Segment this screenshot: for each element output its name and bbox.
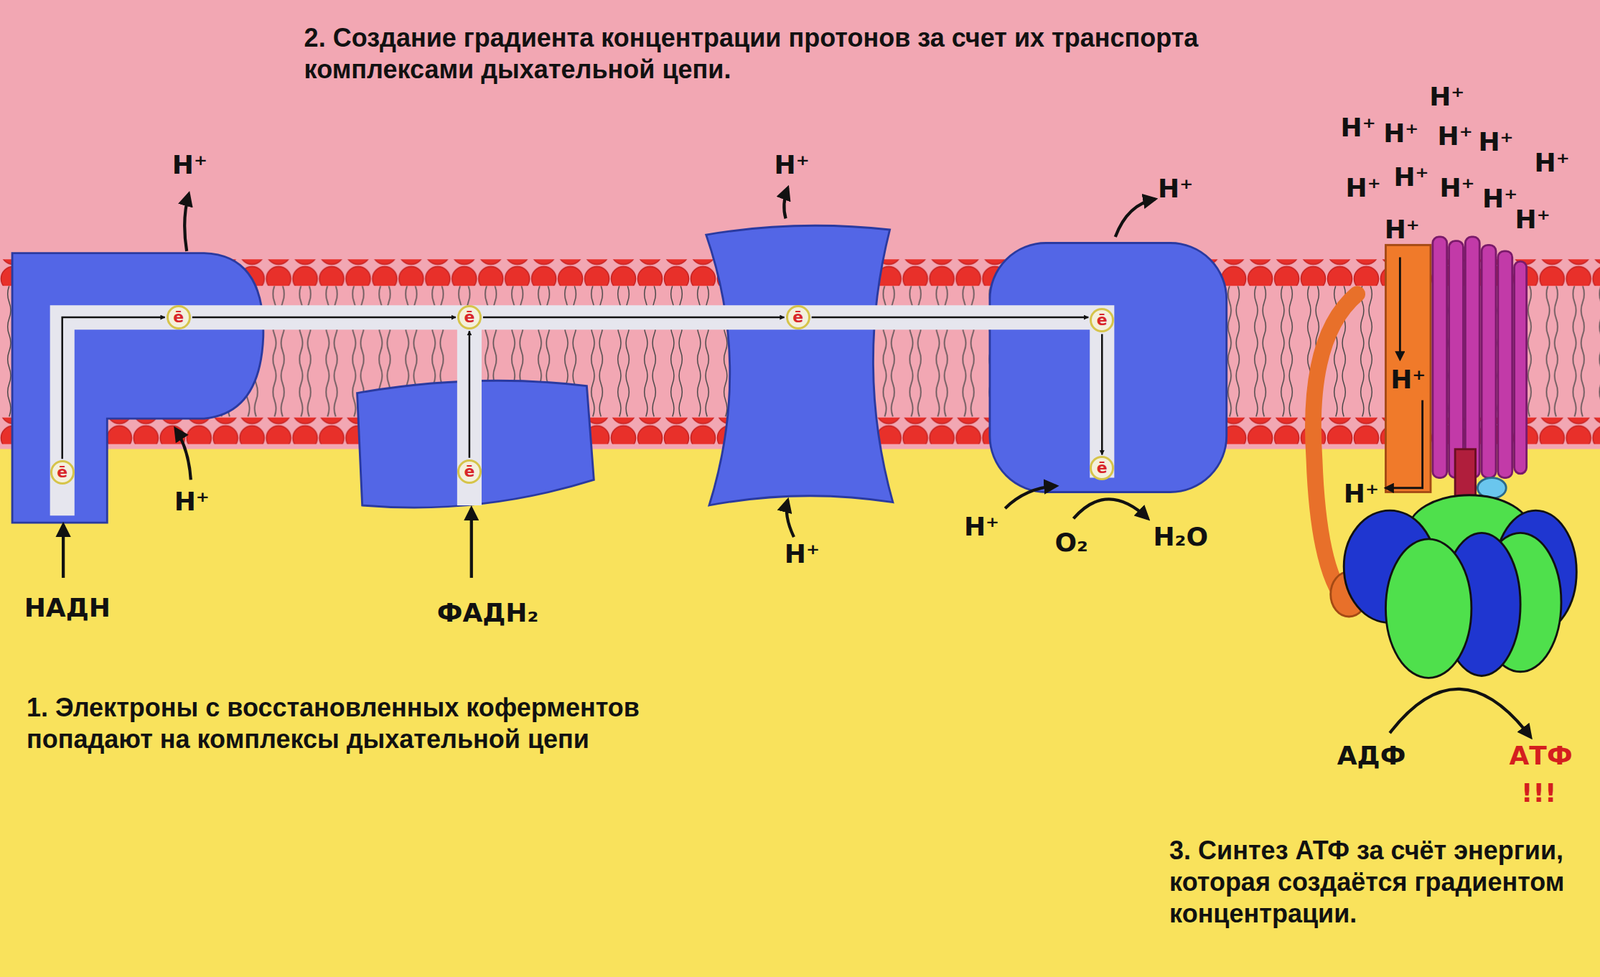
chem-label: H⁺ <box>1341 480 1382 508</box>
step-note: 1. Электроны с восстановленных кофермент… <box>26 691 741 756</box>
chem-label: H⁺ <box>1384 216 1420 243</box>
process-arrows-part <box>1389 689 1531 738</box>
chem-label: H⁺ <box>1437 123 1473 150</box>
chem-label: H⁺ <box>1345 175 1382 201</box>
atp-synthase-part-part <box>1385 539 1471 678</box>
electron-symbol: ē <box>463 309 475 326</box>
chem-label: H⁺ <box>784 541 820 568</box>
process-arrows-part <box>1004 485 1056 509</box>
electron-symbol: ē <box>1096 312 1108 329</box>
chem-label: H⁺ <box>174 488 210 515</box>
process-arrows-part <box>470 508 474 578</box>
process-arrows-part <box>184 193 189 252</box>
process-arrows-part <box>1073 498 1148 519</box>
electron-circle: ē <box>166 305 191 330</box>
electron-path-part <box>62 317 1103 516</box>
electron-flow-arrow <box>192 316 456 319</box>
chem-label: H⁺ <box>1515 206 1551 233</box>
chem-label: H⁺ <box>1534 150 1570 176</box>
process-arrows-part <box>175 428 191 480</box>
chem-label: H⁺ <box>172 152 208 179</box>
process-arrows-part <box>61 524 65 578</box>
background-part <box>0 449 1600 977</box>
electron-symbol: ē <box>463 463 475 480</box>
atp-synthase-part-part <box>1514 261 1527 474</box>
process-arrows-part <box>1115 198 1155 237</box>
chem-label: !!! <box>1521 780 1557 807</box>
chem-label: H⁺ <box>1388 366 1428 394</box>
atp-synthase-part <box>1343 495 1577 679</box>
chem-label: H⁺ <box>1482 185 1518 212</box>
atp-synthase-part <box>1432 236 1527 479</box>
chem-label: H⁺ <box>964 513 1000 540</box>
chem-label: H⁺ <box>1340 114 1377 141</box>
atp-synthase-part <box>1385 244 1431 492</box>
chem-label: O₂ <box>1054 529 1088 556</box>
atp-synthase-part-part <box>1385 399 1422 488</box>
atp-synthase <box>1312 236 1577 678</box>
atp-synthase-part-part <box>1449 241 1464 479</box>
chem-label: H₂O <box>1152 524 1209 550</box>
respiratory-complexes-part <box>12 253 264 523</box>
electron-flow-arrow <box>811 316 1089 319</box>
chem-label: АТФ <box>1508 742 1573 769</box>
chem-label: H⁺ <box>1429 83 1465 110</box>
respiratory-complexes <box>12 225 1227 523</box>
process-arrows <box>63 188 1531 738</box>
electron-symbol: ē <box>792 309 804 326</box>
chem-label: H⁺ <box>1383 120 1419 147</box>
chem-label: H⁺ <box>774 152 810 179</box>
electron-symbol: ē <box>1096 460 1108 476</box>
atp-synthase-part-part <box>1465 236 1480 479</box>
electron-flow-arrow <box>468 330 471 458</box>
step-note: 2. Создание градиента концентрации прото… <box>304 22 1203 86</box>
electron-circle: ē <box>457 305 482 330</box>
chem-label: ФАДН₂ <box>437 600 540 626</box>
chem-label: НАДН <box>24 595 111 621</box>
chem-label: H⁺ <box>1157 175 1194 202</box>
step-note: 3. Синтез АТФ за счёт энергии, которая с… <box>1169 834 1588 930</box>
atp-synthase-part-part <box>1481 244 1496 478</box>
atp-synthase-part-part <box>1432 236 1448 479</box>
chem-label: H⁺ <box>1477 129 1514 156</box>
electron-path <box>62 317 1103 516</box>
electron-circle: ē <box>457 459 482 484</box>
process-arrows-part <box>786 500 794 537</box>
process-arrows-part <box>783 188 788 219</box>
atp-synthase-part-part <box>1399 256 1402 359</box>
chem-label: H⁺ <box>1393 164 1429 191</box>
electron-flow-arrow <box>1101 333 1104 455</box>
electron-flow-arrow <box>62 317 166 459</box>
electron-circle: ē <box>786 305 811 330</box>
electron-path-part <box>457 317 482 506</box>
electron-circle: ē <box>50 460 75 485</box>
electron-flow-arrow <box>483 316 785 319</box>
chem-label: H⁺ <box>1439 175 1475 201</box>
atp-synthase-part-part <box>1498 251 1513 479</box>
chem-label: АДФ <box>1337 742 1407 769</box>
respiratory-complexes-part <box>706 225 893 506</box>
electron-symbol: ē <box>172 309 184 326</box>
electron-symbol: ē <box>56 464 68 481</box>
